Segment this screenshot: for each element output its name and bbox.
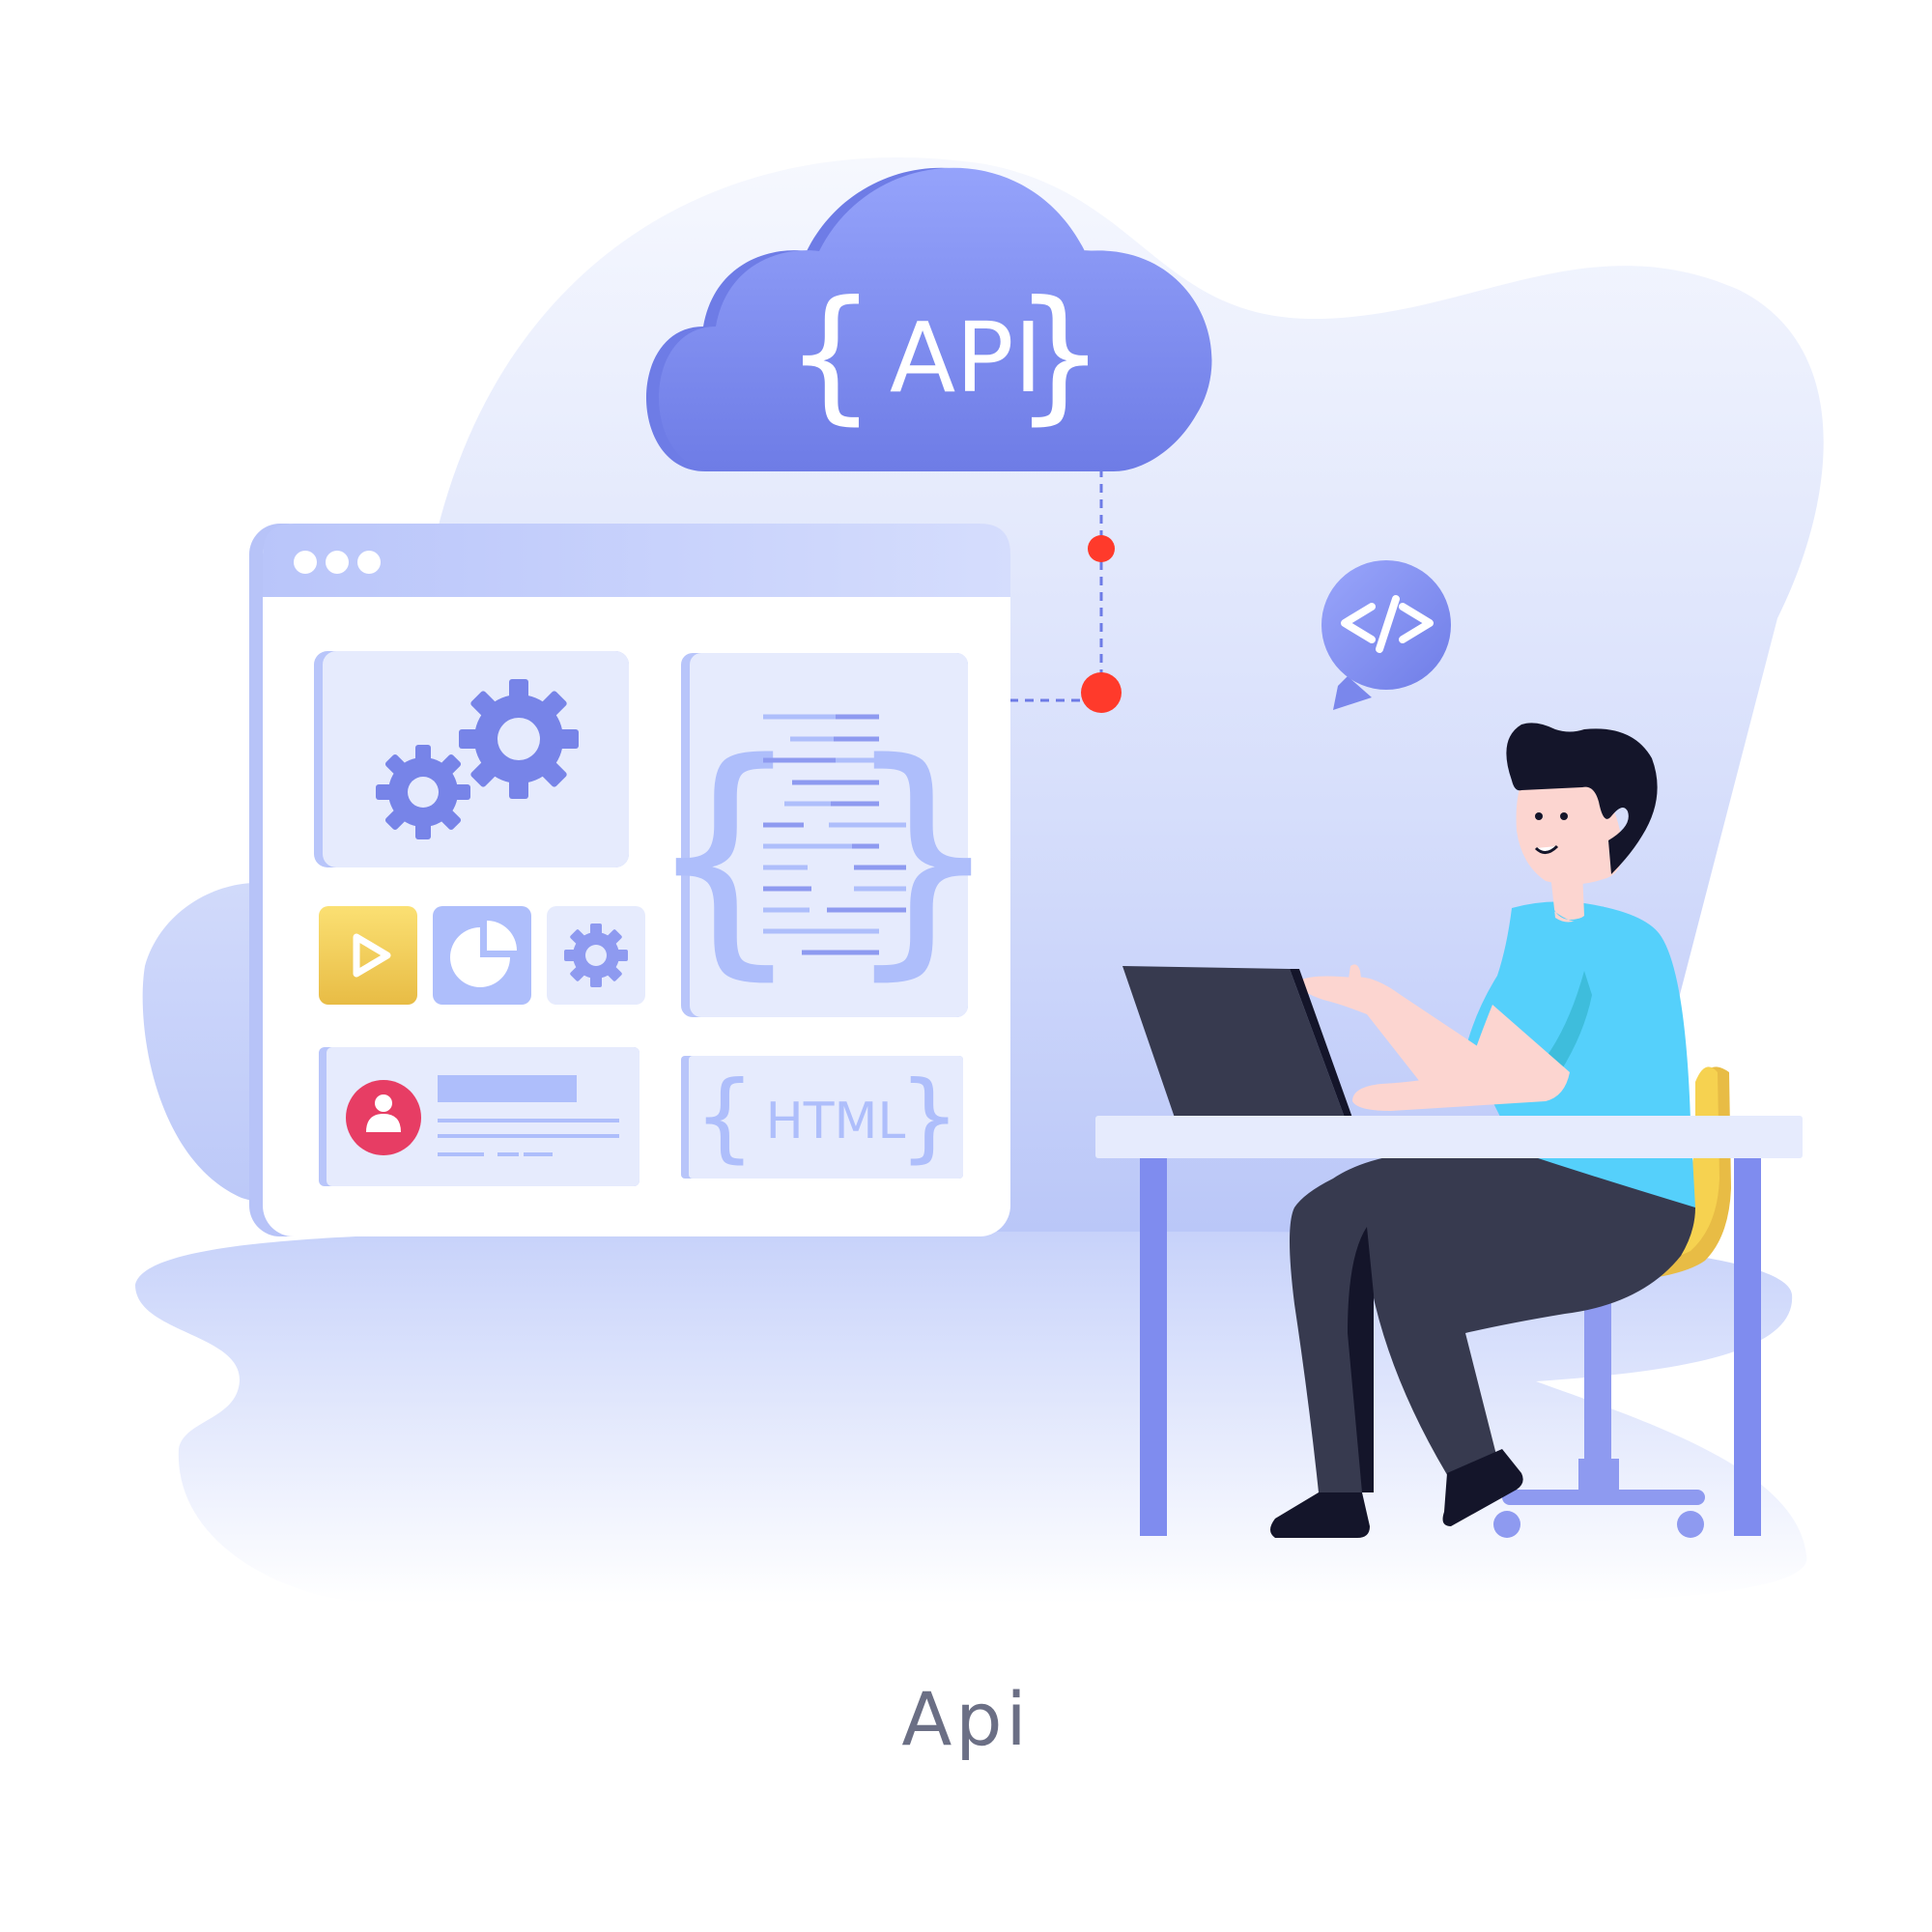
settings-tile[interactable]	[547, 906, 645, 1005]
cloud-open-brace: {	[784, 270, 876, 439]
html-open-brace: {	[694, 1060, 755, 1173]
shoe-right	[1442, 1449, 1523, 1526]
hair	[1506, 723, 1658, 874]
desk-leg-right	[1734, 1157, 1761, 1536]
video-tile[interactable]	[319, 906, 417, 1005]
html-panel: { HTML }	[681, 1056, 963, 1179]
code-tag-icon	[1341, 595, 1434, 653]
profile-line-1	[438, 1119, 619, 1122]
code-open-brace: {	[644, 710, 804, 1002]
illustration-caption: Api	[901, 1676, 1031, 1762]
arm-back	[1352, 1005, 1570, 1111]
play-icon	[353, 933, 391, 978]
settings-panel	[314, 651, 629, 867]
desk-top	[1095, 1116, 1803, 1158]
chart-tile[interactable]	[433, 906, 531, 1005]
connector-dot-small	[1088, 535, 1115, 562]
settings-gears-icon	[376, 679, 579, 839]
code-panel: { }	[644, 653, 1003, 1017]
profile-line-5	[524, 1152, 553, 1156]
eye-right	[1560, 812, 1568, 820]
mouth	[1534, 844, 1559, 854]
developer-scene	[1095, 723, 1803, 1538]
profile-card	[319, 1047, 639, 1186]
connector-dot-large	[1081, 672, 1122, 713]
shoe-left	[1270, 1492, 1370, 1538]
api-cloud: { API }	[645, 167, 1212, 471]
profile-line-2	[438, 1134, 619, 1138]
cloud-close-brace: }	[1013, 270, 1105, 439]
window-dot-1[interactable]	[294, 551, 317, 574]
window-dot-2[interactable]	[326, 551, 349, 574]
laptop	[1122, 966, 1345, 1118]
browser-window: { } { HTML }	[249, 524, 1010, 1236]
user-avatar-icon	[346, 1080, 421, 1155]
code-close-brace: }	[842, 710, 1002, 1002]
code-lines	[763, 714, 906, 955]
eye-left	[1535, 812, 1543, 820]
profile-line-3	[438, 1152, 484, 1156]
arm-front	[1298, 976, 1499, 1084]
pants	[1290, 1150, 1695, 1492]
profile-name-bar	[438, 1075, 577, 1102]
gear-icon	[564, 923, 628, 987]
window-dot-3[interactable]	[357, 551, 381, 574]
connector	[1009, 469, 1122, 713]
cloud-api-label: API	[890, 301, 1042, 414]
profile-line-4	[497, 1152, 519, 1156]
html-close-brace: }	[898, 1060, 960, 1173]
face	[1516, 780, 1623, 885]
pie-chart-icon	[450, 921, 517, 987]
html-label: HTML	[766, 1093, 906, 1151]
code-bubble	[1321, 560, 1451, 710]
desk-leg-left	[1140, 1157, 1167, 1536]
